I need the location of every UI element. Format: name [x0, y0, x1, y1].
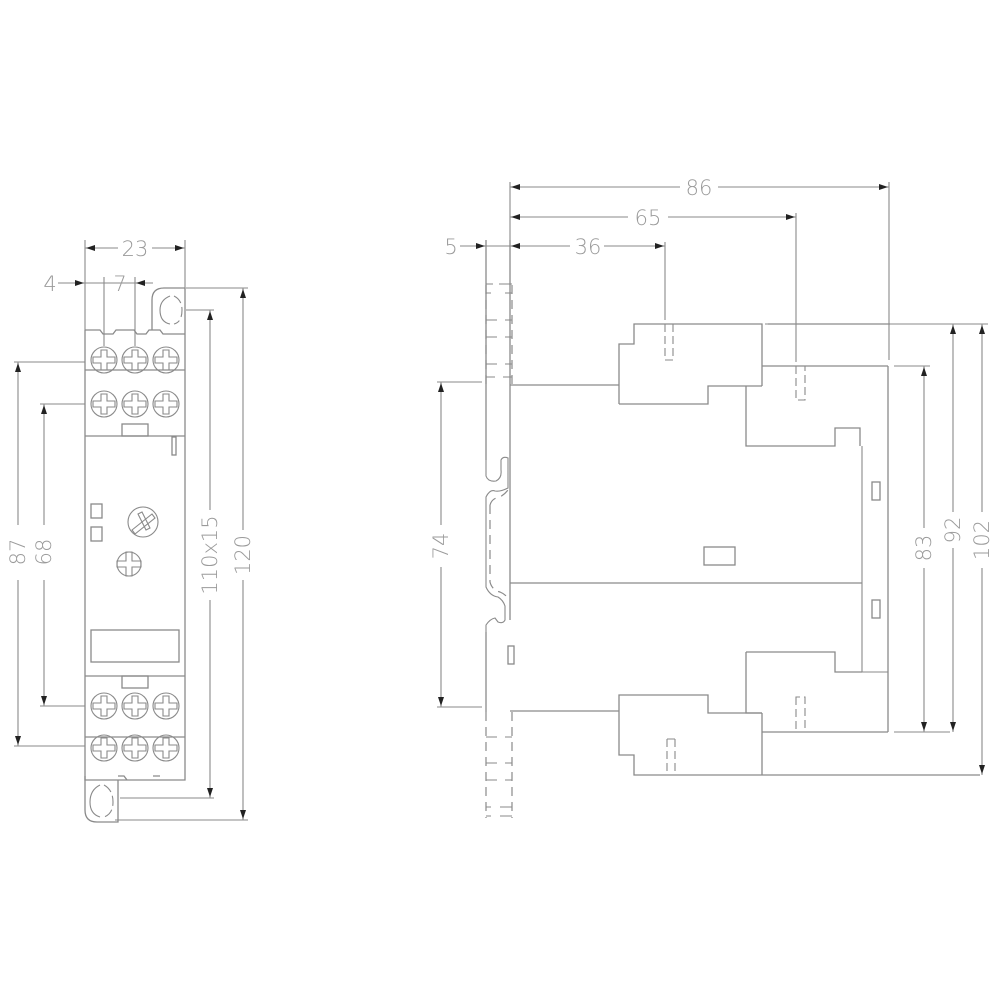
dim-label-110x15: 110x15 [198, 515, 222, 594]
dimension-65 [510, 213, 797, 362]
dim-label-36: 36 [575, 235, 602, 259]
terminal-screw-icon [121, 346, 149, 374]
dim-label-86: 86 [686, 176, 713, 200]
dimension-68 [40, 403, 85, 707]
terminal-screw-icon [90, 390, 118, 418]
dimension-83 [894, 365, 950, 733]
terminal-screw-icon [121, 734, 149, 762]
terminal-screw-icon [152, 734, 180, 762]
terminal-screw-icon [121, 390, 149, 418]
dim-label-74: 74 [429, 533, 453, 560]
terminal-screw-icon [90, 692, 118, 720]
dimension-86 [509, 182, 890, 360]
dim-label-5: 5 [444, 235, 457, 259]
dim-label-120: 120 [231, 535, 255, 575]
din-rail-top [485, 283, 513, 385]
dimension-92 [765, 323, 988, 732]
led-slot [171, 436, 177, 456]
terminal-screw-icon [121, 692, 149, 720]
dimension-width-23 [84, 240, 186, 330]
terminal-screw-icon [90, 734, 118, 762]
indicator-led [90, 526, 103, 542]
dim-label-92: 92 [941, 517, 965, 544]
dimension-110x15 [120, 309, 214, 799]
terminal-screw-icon [152, 692, 180, 720]
terminal-screw-icon [152, 346, 180, 374]
side-housing [510, 323, 980, 776]
din-rail-bottom [485, 712, 513, 818]
dim-label-65: 65 [635, 206, 662, 230]
side-view [437, 182, 988, 818]
dimension-74 [437, 381, 482, 708]
adjustment-screw-icon [116, 551, 142, 577]
dimension-87 [14, 361, 85, 747]
dim-label-terminal-offset: 4 [43, 272, 56, 296]
dim-label-terminal-pitch: 7 [113, 272, 126, 296]
adjustment-potentiometer-icon [127, 506, 159, 538]
dimension-102 [979, 324, 985, 775]
dim-label-87: 87 [6, 539, 30, 566]
dim-label-102: 102 [970, 520, 994, 560]
din-clip-profile [485, 456, 509, 632]
dimension-terminal-pitch [58, 277, 153, 346]
front-body-outline [84, 329, 186, 781]
terminal-screw-icon [152, 390, 180, 418]
dimension-120 [115, 287, 248, 821]
front-view [14, 240, 248, 823]
dim-label-68: 68 [32, 539, 56, 566]
label-window [90, 629, 180, 663]
housing-label [703, 546, 736, 566]
indicator-led [90, 503, 103, 519]
terminal-screw-icon [90, 346, 118, 374]
dimension-36 [460, 242, 666, 320]
clip-slot [507, 645, 515, 665]
dim-label-83: 83 [912, 535, 936, 562]
top-mounting-tab [151, 287, 186, 330]
dim-label-width: 23 [122, 237, 149, 261]
bottom-mounting-tab [84, 780, 119, 823]
